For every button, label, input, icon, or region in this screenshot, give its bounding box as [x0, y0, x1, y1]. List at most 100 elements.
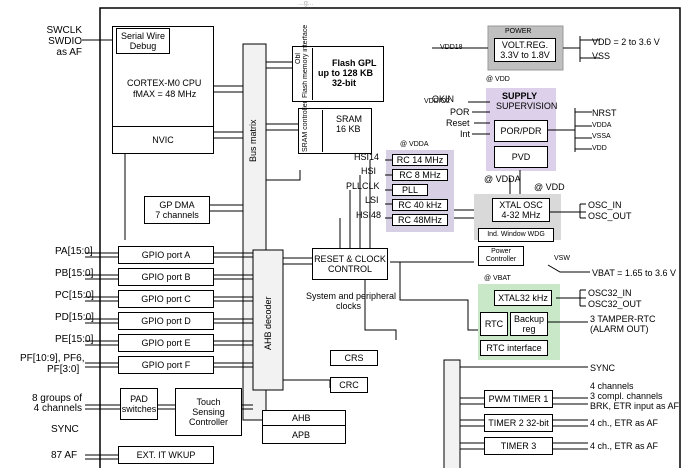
rc8-label: RC 8 MHz [399, 170, 441, 180]
sram-block [298, 108, 372, 154]
t2-desc: 4 ch., ETR as AF [590, 418, 659, 428]
cpu-core-label: CORTEX-M0 CPU [127, 78, 202, 88]
rcc-line-1: RESET & CLOCK [314, 254, 386, 264]
reg-line-2: 3.3V to 1.8V [500, 50, 550, 60]
bridge-divider [262, 425, 346, 426]
pe-label: PE[15:0] [55, 334, 94, 345]
flash-main-1: Flash GPL [332, 58, 377, 68]
dma-line-1: GP DMA [159, 200, 195, 210]
timer-2: TIMER 2 32-bit [484, 414, 553, 432]
apb-label: APB [292, 430, 311, 440]
ext-it-label: EXT. IT WKUP [136, 450, 196, 460]
pwm-desc-1: 4 channels [590, 381, 634, 391]
gpio-port-d: GPIO port D [118, 312, 214, 330]
xtal-line-2: 4-32 MHz [501, 210, 541, 220]
osc-out-label: OSC_OUT [588, 211, 632, 221]
t2-label: TIMER 2 32-bit [488, 418, 549, 428]
gpio-port-f-label: GPIO port F [141, 360, 191, 370]
pa-label: PA[15:0] [55, 246, 93, 257]
power-at-vdd: @ VDD [486, 76, 510, 83]
crc-block: CRC [330, 377, 368, 393]
dma-line-2: 7 channels [155, 210, 199, 220]
vdd-range-label: VDD = 2 to 3.6 V [592, 37, 660, 47]
xtal32-label: XTAL32 kHz [498, 293, 548, 303]
rtc-label: RTC [484, 319, 504, 329]
rtc-interface: RTC interface [480, 340, 548, 356]
reset-label: Reset [446, 118, 470, 128]
sram-divider [322, 110, 323, 152]
pc-line-1: Power [491, 248, 511, 255]
gpio-port-d-label: GPIO port D [141, 316, 191, 326]
osc-at-vdd: @ VDD [534, 182, 565, 192]
swd-line-1: Serial Wire [120, 31, 165, 41]
flash-main-2: up to 128 KB [318, 68, 374, 78]
rc14-label: RC 14 MHz [396, 155, 444, 165]
osc-in-label: OSC_IN [588, 200, 622, 210]
gpio-port-a-label: GPIO port A [141, 250, 191, 260]
sram-controller: SRAM controller [302, 101, 309, 152]
xtal-line-1: XTAL OSC [499, 200, 543, 210]
vss-label: VSS [592, 51, 611, 61]
sync-left-label: SYNC [51, 424, 79, 435]
gpio-port-c: GPIO port C [118, 290, 214, 308]
t3-desc: 4 ch., ETR as AF [590, 441, 659, 451]
pll-block: PLL [392, 184, 428, 196]
gpio-port-b-label: GPIO port B [141, 272, 191, 282]
ts-line-3: Controller [188, 417, 228, 427]
gpio-port-c-label: GPIO port C [141, 294, 191, 304]
pvd-block: PVD [494, 146, 548, 168]
xtal32-khz: XTAL32 kHz [494, 290, 552, 306]
por-pdr-block: POR/PDR [494, 120, 548, 142]
timer-3: TIMER 3 [484, 437, 553, 455]
af87-label: 87 AF [51, 450, 78, 461]
title-fragment: ...g... [298, 0, 314, 7]
pd-label: PD[15:0] [55, 312, 94, 323]
flash-interface: Flash memory interface [302, 24, 309, 98]
vssa-label: VSSA [592, 133, 611, 140]
bkp-line-2: reg [522, 324, 536, 334]
okin-label: OKIN [432, 94, 455, 104]
pb-label: PB[15:0] [55, 268, 94, 279]
tamper-label-2: (ALARM OUT) [590, 324, 649, 334]
pf-label-1: PF[10:9], PF6, [20, 353, 85, 364]
bkp-line-1: Backup [513, 314, 545, 324]
hsi-label: HSI [361, 166, 377, 176]
vbat-range-label: VBAT = 1.65 to 3.6 V [592, 268, 676, 278]
gpio-port-e-label: GPIO port E [141, 338, 191, 348]
vbat-label: @ VBAT [484, 275, 511, 282]
voltage-regulator: VOLT.REG.3.3V to 1.8V [494, 38, 556, 62]
nvic-label: NVIC [152, 135, 174, 145]
rc40-label: RC 40 kHz [398, 200, 442, 210]
pad-line-2: switches [121, 404, 157, 414]
window-wdg: Ind. Window WDG [478, 228, 554, 242]
gpio-port-b: GPIO port B [118, 268, 214, 286]
ext-it-wkup: EXT. IT WKUP [118, 446, 214, 464]
groups-label-2: 4 channels [33, 403, 82, 414]
pllclk-label: PLLCLK [346, 181, 380, 191]
vdd18-label: VDD18 [440, 44, 463, 51]
swdio-label: SWDIO [48, 36, 82, 47]
cpu-fmax-label: fMAX = 48 MHz [133, 89, 197, 99]
nvic-block: NVIC [112, 126, 214, 154]
rc-8mhz: RC 8 MHz [392, 169, 448, 181]
pc-line-2: Controller [485, 256, 517, 263]
osc-at-vdda: @ VDDA [484, 174, 521, 184]
vsw-label: VSW [554, 255, 570, 262]
gpio-port-a: GPIO port A [118, 246, 214, 264]
pc-label: PC[15:0] [55, 290, 94, 301]
hsi14-label: HSI14 [354, 152, 380, 162]
supply-header-2: SUPERVISION [496, 101, 558, 111]
vdda-label: VDDA [592, 122, 612, 129]
sram-size-2: 16 KB [336, 124, 361, 134]
swclk-label: SWCLK [46, 25, 82, 36]
flash-main-3: 32-bit [332, 78, 357, 88]
ahb-apb-bridge [262, 410, 346, 444]
pwm-timer-1: PWM TIMER 1 [484, 390, 553, 408]
rc-40khz: RC 40 kHz [392, 199, 448, 211]
